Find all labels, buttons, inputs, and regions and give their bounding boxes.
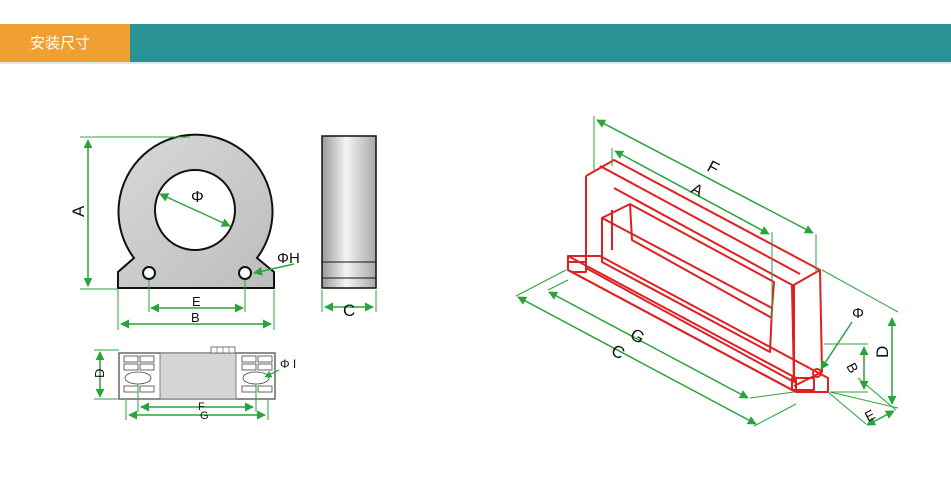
iso-label-g: G	[627, 325, 648, 348]
dim-line-phi	[159, 193, 231, 227]
dim-line-phii	[264, 369, 280, 378]
iso-label-b: B	[843, 360, 862, 376]
iso-label-phi: Φ	[852, 305, 864, 322]
iso-dim-line-c	[517, 296, 757, 425]
ring-bottom-view: D Φ I F G	[92, 346, 296, 422]
iso-label-e: E	[862, 406, 878, 425]
label-phii: Φ I	[280, 357, 296, 371]
label-phih: ΦH	[277, 250, 300, 267]
label-phi: Φ	[191, 189, 204, 206]
iso-label-c: C	[608, 341, 628, 364]
ring-front-view: A Φ ΦH E B	[69, 133, 300, 330]
label-e: E	[192, 294, 201, 309]
label-a: A	[69, 205, 88, 217]
label-g: G	[200, 410, 209, 422]
iso-label-f: F	[704, 157, 722, 179]
iso-dim-line-e	[866, 410, 895, 426]
iso-dim-line-g	[548, 291, 749, 399]
iso-frame-window	[601, 217, 773, 353]
header-divider	[0, 62, 951, 64]
iso-dim-line-a	[614, 150, 770, 235]
side-body	[321, 135, 377, 289]
mount-hole-left	[142, 266, 156, 280]
iso-label-d: D	[873, 346, 892, 358]
iso-dim-line-phi	[820, 321, 853, 370]
iso-dim-line-f	[596, 119, 814, 234]
label-c: C	[343, 301, 355, 320]
ring-side-view: C	[321, 135, 377, 320]
label-f: F	[198, 401, 205, 413]
dim-line-phih	[253, 263, 295, 276]
section-header: 安装尺寸	[0, 24, 951, 62]
mount-hole-right	[238, 266, 252, 280]
section-title: 安装尺寸	[0, 24, 130, 62]
label-d: D	[92, 369, 107, 378]
label-b: B	[191, 310, 200, 325]
iso-view: F A G C Φ B D E	[515, 116, 899, 427]
